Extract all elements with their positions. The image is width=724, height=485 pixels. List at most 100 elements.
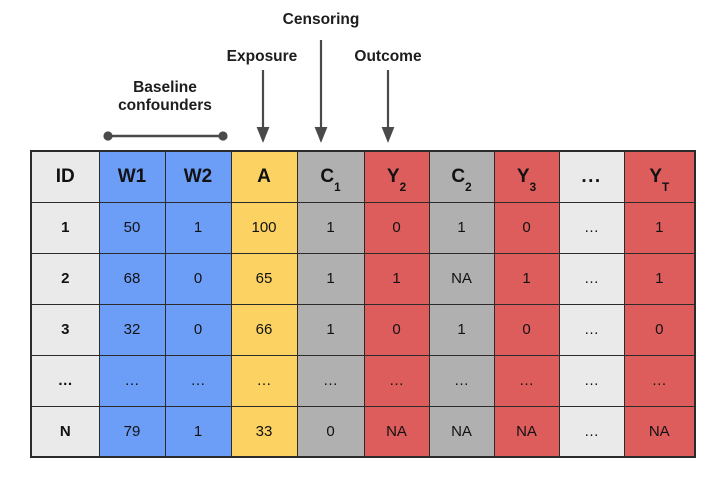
table-cell-c1-r5: 0 xyxy=(296,405,365,458)
baseline-confounders-bracket xyxy=(103,131,228,141)
column-header-w1: W1 xyxy=(98,150,166,203)
table-cell-id-r3: 3 xyxy=(30,303,100,356)
cell-value: … xyxy=(124,372,140,389)
table-cell-c2-r2: NA xyxy=(428,252,495,305)
cell-value: 1 xyxy=(655,270,664,287)
cell-value: 1 xyxy=(457,321,466,338)
table-cell-c2-r1: 1 xyxy=(428,201,495,254)
table-cell-y2-r1: 0 xyxy=(363,201,430,254)
table-cell-a-r3: 66 xyxy=(230,303,298,356)
censoring-arrow-icon xyxy=(314,40,328,143)
cell-value: 0 xyxy=(193,321,203,338)
table-row: … … … … … … … … … … xyxy=(30,354,696,407)
cell-value: 1 xyxy=(326,219,335,236)
cell-value: 50 xyxy=(123,219,141,236)
cell-value: 1 xyxy=(193,422,203,440)
table-cell-ellipsis-r4: … xyxy=(558,354,625,407)
column-header-ellipsis: ... xyxy=(558,150,625,203)
cell-value: … xyxy=(584,270,599,287)
cell-value: 0 xyxy=(655,321,664,338)
cell-value: … xyxy=(519,372,534,389)
cell-value: … xyxy=(584,219,599,236)
cell-value: 1 xyxy=(392,270,401,287)
annotation-label-censoring: Censoring xyxy=(282,11,360,28)
column-header-label: Y2 xyxy=(386,165,407,195)
cell-value: 65 xyxy=(255,270,273,287)
exposure-arrow-icon xyxy=(256,70,270,143)
table-cell-yt-r4: … xyxy=(623,354,696,407)
cell-value: … xyxy=(323,372,338,389)
table-cell-yt-r3: 0 xyxy=(623,303,696,356)
cell-value: … xyxy=(454,372,469,389)
cell-value: … xyxy=(256,372,272,389)
table-cell-ellipsis-r1: … xyxy=(558,201,625,254)
cell-value: NA xyxy=(648,422,670,440)
column-header-label: Y3 xyxy=(516,165,537,195)
cell-value: NA xyxy=(451,422,472,440)
table-cell-w2-r1: 1 xyxy=(164,201,232,254)
column-header-label: W1 xyxy=(117,165,147,187)
table-cell-w1-r3: 32 xyxy=(98,303,166,356)
cell-value: NA xyxy=(386,422,407,440)
column-header-label: YT xyxy=(649,165,670,195)
column-header-label: C1 xyxy=(320,165,341,195)
table-cell-id-r2: 2 xyxy=(30,252,100,305)
annotation-label-outcome: Outcome xyxy=(354,48,422,65)
table-cell-a-r5: 33 xyxy=(230,405,298,458)
column-header-c1: C1 xyxy=(296,150,365,203)
table-cell-y2-r3: 0 xyxy=(363,303,430,356)
table-cell-y3-r2: 1 xyxy=(493,252,560,305)
cell-value: 2 xyxy=(61,270,70,287)
cell-value: 33 xyxy=(255,422,273,440)
table-cell-a-r2: 65 xyxy=(230,252,298,305)
table-row: 1 50 1 100 1 0 1 0 … 1 xyxy=(30,201,696,254)
column-header-label: W2 xyxy=(183,165,213,187)
cell-value: 0 xyxy=(193,270,203,287)
table-cell-c1-r3: 1 xyxy=(296,303,365,356)
table-cell-c2-r4: … xyxy=(428,354,495,407)
cell-value: 0 xyxy=(326,422,335,440)
table-cell-w1-r1: 50 xyxy=(98,201,166,254)
cell-value: 100 xyxy=(251,219,277,236)
column-header-yt: YT xyxy=(623,150,696,203)
table-cell-c1-r2: 1 xyxy=(296,252,365,305)
column-header-w2: W2 xyxy=(164,150,232,203)
cell-value: 79 xyxy=(123,422,141,440)
column-header-y2: Y2 xyxy=(363,150,430,203)
cell-value: … xyxy=(57,372,73,389)
cell-value: … xyxy=(651,372,667,389)
cell-value: … xyxy=(584,321,599,338)
table-cell-c2-r3: 1 xyxy=(428,303,495,356)
outcome-arrow-icon xyxy=(381,70,395,143)
table-cell-ellipsis-r3: … xyxy=(558,303,625,356)
table-cell-id-r1: 1 xyxy=(30,201,100,254)
table-cell-y2-r2: 1 xyxy=(363,252,430,305)
table-cell-y3-r1: 0 xyxy=(493,201,560,254)
cell-value: 1 xyxy=(326,321,335,338)
cell-value: 32 xyxy=(123,321,141,338)
cell-value: NA xyxy=(516,422,537,440)
table-cell-w2-r4: … xyxy=(164,354,232,407)
column-header-a: A xyxy=(230,150,298,203)
table-cell-y3-r4: … xyxy=(493,354,560,407)
table-cell-yt-r5: NA xyxy=(623,405,696,458)
cell-value: 1 xyxy=(326,270,335,287)
cell-value: 1 xyxy=(457,219,466,236)
column-header-id: ID xyxy=(30,150,100,203)
cell-value: 1 xyxy=(655,219,664,236)
cell-value: 1 xyxy=(61,219,70,236)
cell-value: … xyxy=(389,372,404,389)
table-cell-ellipsis-r2: … xyxy=(558,252,625,305)
cell-value: 0 xyxy=(392,321,401,338)
cell-value: 0 xyxy=(522,219,531,236)
table-cell-a-r1: 100 xyxy=(230,201,298,254)
table-cell-yt-r1: 1 xyxy=(623,201,696,254)
annotation-label-exposure: Exposure xyxy=(226,48,298,65)
table-cell-a-r4: … xyxy=(230,354,298,407)
column-header-label: ID xyxy=(55,165,75,187)
table-cell-w2-r5: 1 xyxy=(164,405,232,458)
